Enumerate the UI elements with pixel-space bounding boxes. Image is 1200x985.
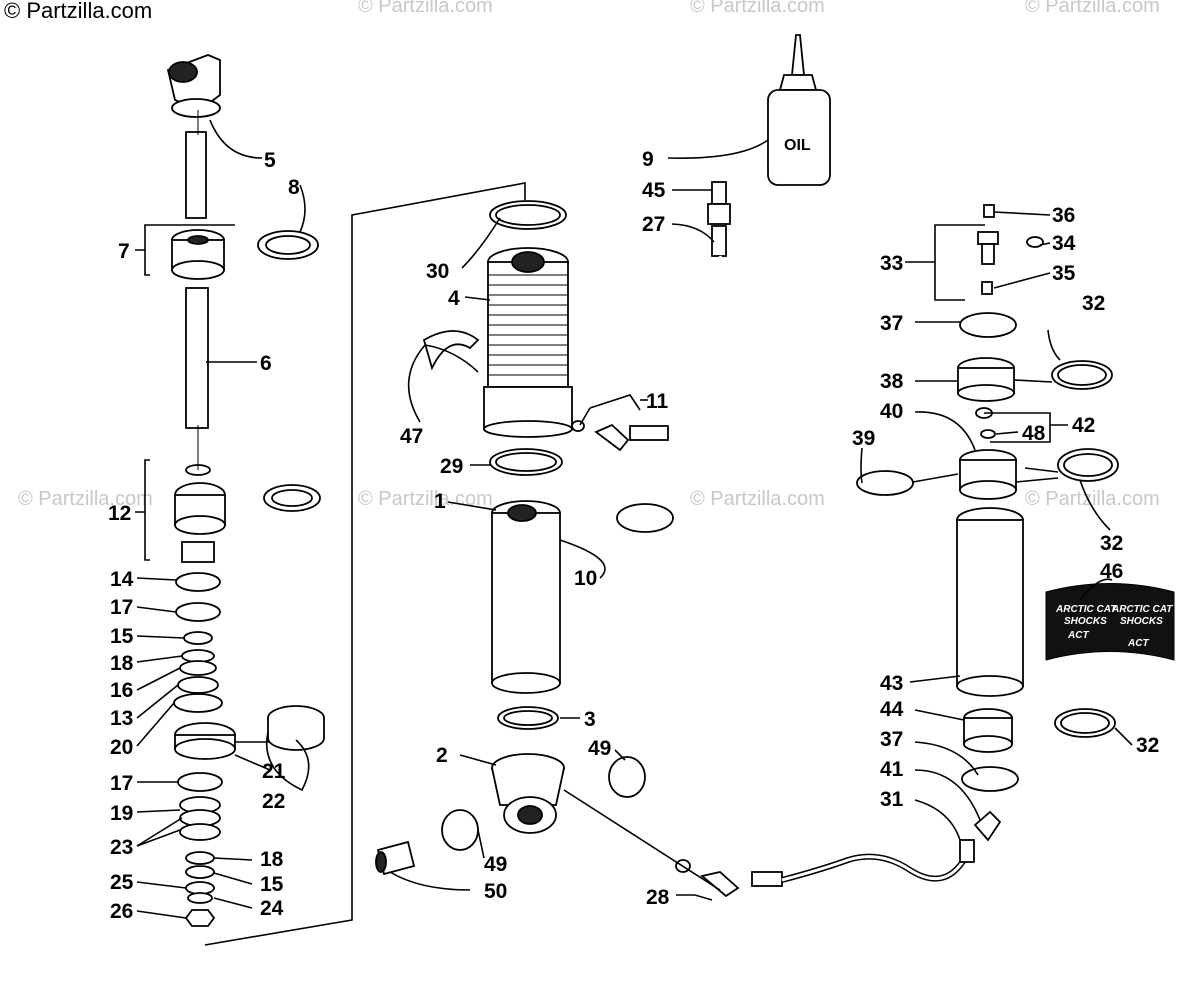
callout-2: 2 — [436, 744, 448, 767]
callout-10: 10 — [574, 567, 597, 590]
callout-44: 44 — [880, 698, 904, 721]
callout-3: 3 — [584, 708, 596, 731]
callout-35: 35 — [1052, 262, 1076, 285]
callout-47: 47 — [400, 425, 423, 448]
decal-right-line2: SHOCKS — [1120, 616, 1163, 627]
callout-31: 31 — [880, 788, 904, 811]
watermark: © Partzilla.com — [690, 0, 825, 17]
leader-lines — [135, 119, 1133, 919]
callout-15b: 15 — [260, 873, 284, 896]
callout-5: 5 — [264, 149, 276, 172]
arctic-cat-shocks-decal — [1045, 583, 1175, 661]
watermark-corner: © Partzilla.com — [4, 0, 152, 23]
callout-42: 42 — [1072, 414, 1095, 437]
callout-43: 43 — [880, 672, 903, 695]
callout-13: 13 — [110, 707, 133, 730]
callout-32: 32 — [1082, 292, 1105, 315]
callout-17: 17 — [110, 596, 133, 619]
callout-labels: 5 8 7 6 12 14 17 15 18 16 13 20 21 22 17… — [108, 148, 1159, 923]
watermark: © Partzilla.com — [1025, 488, 1160, 510]
callout-26: 26 — [110, 900, 133, 923]
upper-hose — [571, 181, 802, 452]
decal-right-line1: ARCTIC CAT — [1111, 604, 1173, 615]
callout-37b: 37 — [880, 728, 903, 751]
callout-34: 34 — [1052, 232, 1076, 255]
right-reservoir: ARCTIC CAT SHOCKS ARCTIC CAT SHOCKS ACT … — [856, 204, 1175, 792]
callout-40: 40 — [880, 400, 903, 423]
callout-14: 14 — [110, 568, 134, 591]
oil-bottle: OIL — [767, 34, 831, 186]
decal-left-line2: SHOCKS — [1064, 616, 1107, 627]
callout-39: 39 — [852, 427, 875, 450]
watermark: © Partzilla.com — [690, 488, 825, 510]
decal-logo-right: ACT — [1127, 638, 1149, 649]
watermark: © Partzilla.com — [18, 488, 153, 510]
watermark: © Partzilla.com — [1025, 0, 1160, 17]
callout-50: 50 — [484, 880, 507, 903]
callout-4: 4 — [448, 287, 460, 310]
callout-24: 24 — [260, 897, 284, 920]
callout-36: 36 — [1052, 204, 1075, 227]
left-shaft-assembly — [166, 54, 325, 927]
callout-9: 9 — [642, 148, 654, 171]
callout-6: 6 — [260, 352, 272, 375]
callout-17b: 17 — [110, 772, 133, 795]
callout-49: 49 — [588, 737, 611, 760]
callout-22: 22 — [262, 790, 285, 813]
callout-21: 21 — [262, 760, 286, 783]
callout-18: 18 — [110, 652, 134, 675]
callout-20: 20 — [110, 736, 133, 759]
callout-23: 23 — [110, 836, 133, 859]
decal-logo-left: ACT — [1067, 630, 1089, 641]
callout-15: 15 — [110, 625, 134, 648]
callout-27: 27 — [642, 213, 665, 236]
callout-41: 41 — [880, 758, 904, 781]
callout-19: 19 — [110, 802, 133, 825]
callout-48: 48 — [1022, 422, 1046, 445]
callout-49b: 49 — [484, 853, 507, 876]
callout-33: 33 — [880, 252, 903, 275]
callout-32b: 32 — [1100, 532, 1123, 555]
assembly-bracket-line — [204, 182, 526, 946]
decal-left-line1: ARCTIC CAT — [1055, 604, 1117, 615]
callout-8: 8 — [288, 176, 300, 199]
callout-46: 46 — [1100, 560, 1123, 583]
callout-30: 30 — [426, 260, 449, 283]
callout-18b: 18 — [260, 848, 284, 871]
callout-16: 16 — [110, 679, 133, 702]
callout-38: 38 — [880, 370, 904, 393]
callout-25: 25 — [110, 871, 134, 894]
callout-11: 11 — [646, 390, 669, 413]
callout-1: 1 — [434, 490, 446, 513]
callout-37: 37 — [880, 312, 903, 335]
callout-32c: 32 — [1136, 734, 1159, 757]
oil-bottle-label: OIL — [784, 137, 811, 154]
center-shock-body — [375, 200, 674, 876]
callout-45: 45 — [642, 179, 666, 202]
callout-12: 12 — [108, 502, 131, 525]
callout-29: 29 — [440, 455, 463, 478]
lower-hose — [675, 810, 1002, 898]
callout-28: 28 — [646, 886, 670, 909]
watermark: © Partzilla.com — [358, 0, 493, 17]
callout-7: 7 — [118, 240, 130, 263]
